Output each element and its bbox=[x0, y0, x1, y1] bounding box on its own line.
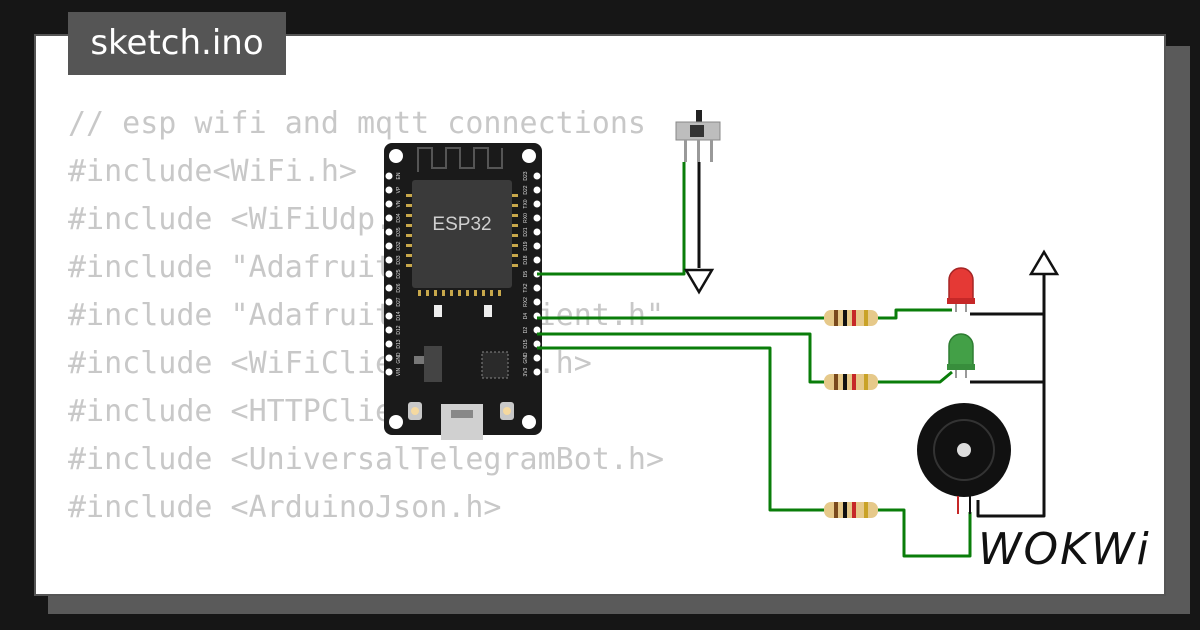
wire-switch bbox=[537, 162, 686, 276]
pin-label: VP bbox=[396, 186, 402, 193]
pin-label: D19 bbox=[523, 241, 529, 250]
pin-label: D23 bbox=[523, 171, 529, 180]
pin-label: D35 bbox=[396, 227, 402, 236]
board-label: ESP32 bbox=[432, 214, 491, 235]
pin-label: TX2 bbox=[523, 283, 529, 292]
pin-label: D15 bbox=[523, 339, 529, 348]
pin-label: D4 bbox=[523, 313, 529, 320]
pin-label: GND bbox=[396, 352, 402, 364]
code-line: #include <UniversalTelegramBot.h> bbox=[68, 442, 665, 477]
pin-label: D14 bbox=[396, 311, 402, 320]
pin-label: RX2 bbox=[523, 297, 529, 307]
code-line: // esp wifi and mqtt connections bbox=[68, 106, 646, 141]
code-line: #include <ArduinoJson.h> bbox=[68, 490, 502, 525]
pin-label: D32 bbox=[396, 241, 402, 250]
esp32-board[interactable]: ESP32 bbox=[384, 143, 542, 440]
wire-ground-bus bbox=[970, 272, 1046, 518]
pin-label: 3V3 bbox=[523, 367, 529, 376]
resistor[interactable] bbox=[824, 374, 878, 390]
pin-label: D18 bbox=[523, 255, 529, 264]
pin-label: D2 bbox=[523, 327, 529, 334]
wire-buzzer bbox=[537, 346, 824, 512]
led-red[interactable] bbox=[947, 267, 975, 312]
pin-label: D13 bbox=[396, 339, 402, 348]
pin-label: D21 bbox=[523, 227, 529, 236]
slide-switch[interactable] bbox=[675, 110, 721, 162]
pin-label: D33 bbox=[396, 255, 402, 264]
wokwi-logo: WOKWi bbox=[978, 524, 1151, 575]
pin-label: VN bbox=[396, 200, 402, 207]
ground-symbol bbox=[1028, 249, 1060, 276]
pin-label: VIN bbox=[396, 367, 402, 376]
code-line: #include<WiFi.h> bbox=[68, 154, 357, 189]
led-green[interactable] bbox=[947, 333, 975, 378]
usb-port bbox=[441, 404, 483, 440]
ground-symbol bbox=[683, 268, 715, 295]
wire-green-led bbox=[537, 332, 824, 384]
pin-label: TX0 bbox=[523, 199, 529, 208]
pin-label: D25 bbox=[396, 269, 402, 278]
resistor[interactable] bbox=[824, 310, 878, 326]
pin-label: D22 bbox=[523, 185, 529, 194]
pin-label: D27 bbox=[396, 297, 402, 306]
file-tab[interactable]: sketch.ino bbox=[68, 12, 286, 75]
pin-label: D12 bbox=[396, 325, 402, 334]
pin-label: D34 bbox=[396, 213, 402, 222]
pin-label: GND bbox=[523, 352, 529, 364]
pin-label: D5 bbox=[523, 271, 529, 278]
pin-label: RX0 bbox=[523, 213, 529, 223]
pin-label: EN bbox=[396, 172, 402, 179]
pin-label: D26 bbox=[396, 283, 402, 292]
wires bbox=[537, 162, 1046, 558]
buzzer[interactable] bbox=[917, 403, 1011, 514]
resistor[interactable] bbox=[824, 502, 878, 518]
